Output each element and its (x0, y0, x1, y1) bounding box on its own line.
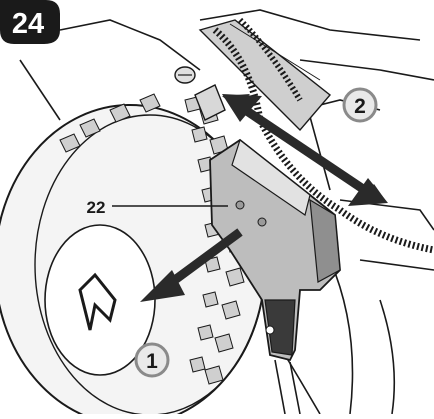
figure-number-badge: 24 (0, 0, 60, 44)
height-adjust-lever (209, 138, 341, 362)
wheel-hub (44, 224, 156, 376)
coiled-cable (212, 17, 434, 254)
wheel (0, 93, 266, 419)
part-callout-label: 22 (87, 198, 106, 217)
arrow-2-double (222, 94, 388, 206)
step-2-number: 2 (354, 95, 366, 118)
step-1-number: 1 (146, 350, 158, 373)
linkage-rod (274, 359, 301, 415)
arrow-1-single (140, 228, 243, 302)
bracket (194, 84, 226, 121)
hub-logo (78, 272, 117, 331)
figure-number: 24 (12, 8, 44, 40)
step-1-marker: 1 (134, 342, 170, 378)
bolt (174, 66, 196, 84)
handle-tube (198, 19, 332, 132)
step-2-marker: 2 (342, 87, 378, 123)
